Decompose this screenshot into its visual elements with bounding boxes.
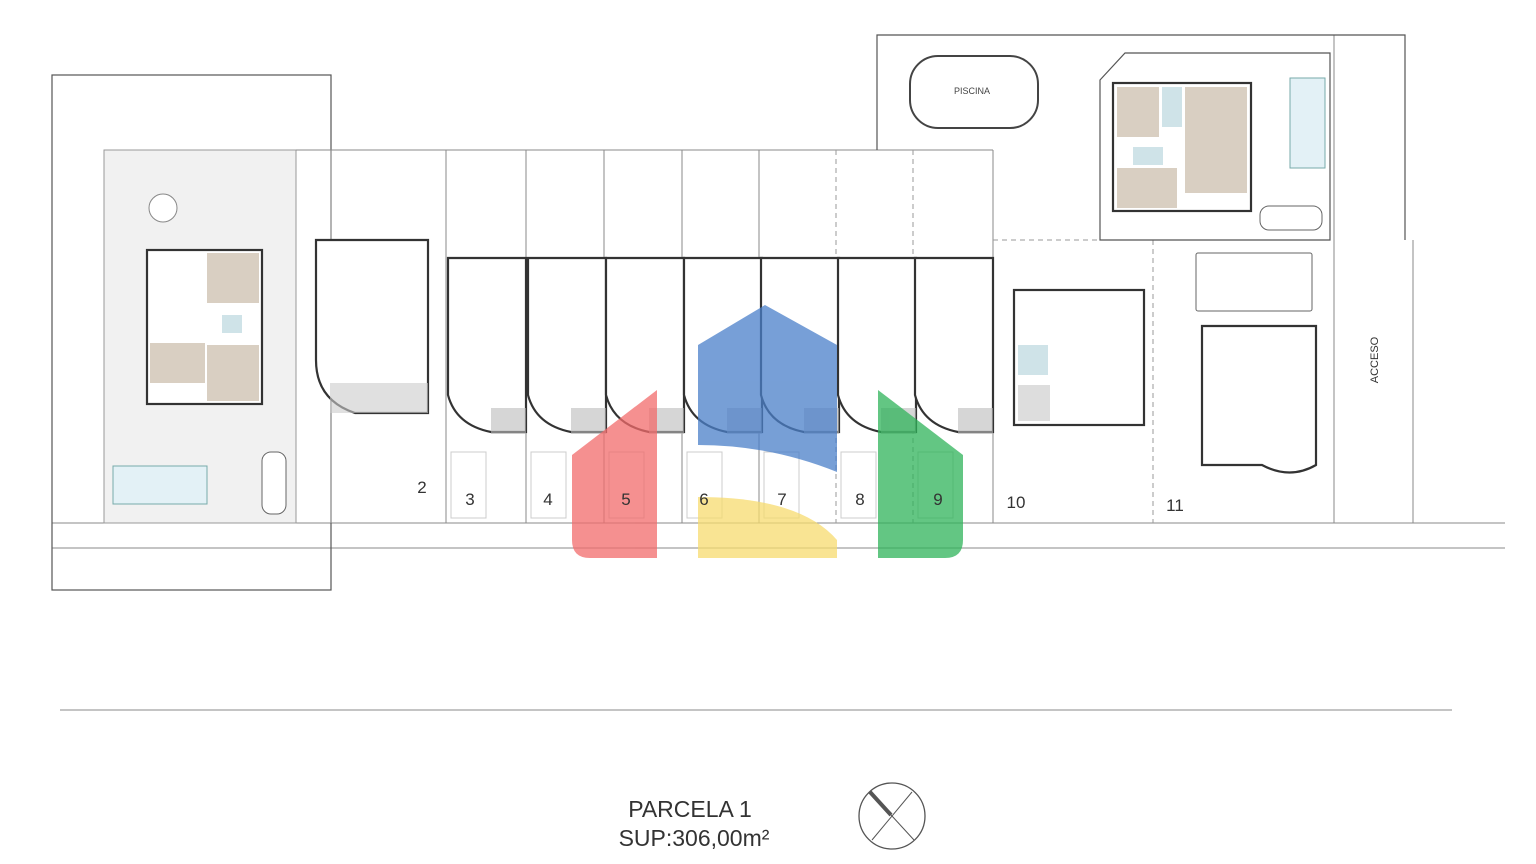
house-outline [836, 256, 918, 434]
north-arrow-icon [858, 782, 926, 850]
table-icon [148, 193, 178, 223]
pool [909, 55, 1039, 129]
pool-icon [1195, 252, 1313, 312]
pool-icon [112, 465, 208, 505]
plot-area: SUP:306,00m² [619, 825, 770, 851]
plot-number-7: 7 [777, 490, 786, 509]
car-icon [261, 451, 287, 515]
plot-2-house [314, 238, 430, 415]
townhouse-plot-3[interactable] [446, 256, 528, 519]
terrace [571, 408, 606, 434]
terrace [491, 408, 526, 434]
car-icon [1259, 205, 1323, 231]
parking-space [450, 451, 487, 519]
plot-numbers: 2 3 4 5 6 7 8 9 10 11 [417, 478, 1184, 515]
plot-number-11: 11 [1166, 496, 1184, 515]
plot-number-4: 4 [543, 490, 552, 509]
plot-number-2: 2 [417, 478, 426, 497]
house-outline [446, 256, 528, 434]
logo-red [572, 390, 657, 558]
house-outline [526, 256, 608, 434]
plot-number-5: 5 [621, 490, 630, 509]
plot-title: PARCELA 1 [628, 796, 752, 822]
plot-11-house [1195, 252, 1318, 474]
pool-label: PISCINA [954, 86, 990, 96]
upper-plot[interactable]: PISCINA [876, 34, 1406, 241]
plot-number-10: 10 [1007, 493, 1026, 512]
parking-space [840, 451, 877, 519]
plot-1[interactable] [51, 74, 332, 591]
logo-blue [698, 305, 837, 472]
parking-space [530, 451, 567, 519]
townhouse-plot-4[interactable] [526, 256, 608, 519]
plot-number-3: 3 [465, 490, 474, 509]
terrace [958, 408, 993, 434]
house-outline [913, 256, 995, 434]
plot-number-8: 8 [855, 490, 864, 509]
logo-green [878, 390, 963, 558]
logo-yellow [698, 497, 837, 558]
access-label: ACCESO [1369, 336, 1381, 383]
plot-number-6: 6 [699, 490, 708, 509]
plot-10-house [1012, 288, 1146, 427]
plot-number-9: 9 [933, 490, 942, 509]
logo-watermark [572, 305, 963, 558]
